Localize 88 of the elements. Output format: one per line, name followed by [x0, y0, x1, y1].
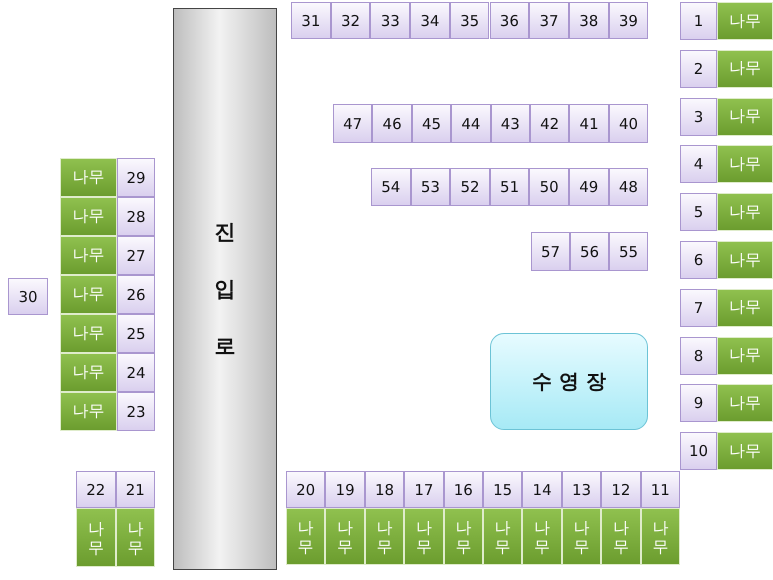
- campsite-number: 20: [286, 471, 326, 508]
- tree-plot: 나무: [522, 508, 562, 565]
- campsite-number: 23: [117, 392, 155, 431]
- tree-plot: 나무: [717, 98, 773, 136]
- campsite-number: 12: [601, 471, 641, 508]
- campsite-number: 55: [609, 232, 648, 271]
- campsite-number: 18: [364, 471, 404, 508]
- tree-plot: 나무: [60, 158, 117, 197]
- tree-plot: 나무: [364, 508, 404, 565]
- campsite-number: 27: [117, 236, 155, 275]
- swimming-pool: 수 영 장: [490, 333, 648, 430]
- campsite-number: 17: [404, 471, 444, 508]
- campsite-number: 28: [117, 197, 155, 236]
- tree-plot: 나무: [640, 508, 680, 565]
- campsite-number: 37: [529, 2, 569, 39]
- tree-plot: 나무: [60, 197, 117, 236]
- campsite-number: 16: [444, 471, 483, 508]
- campsite-number: 26: [117, 275, 155, 314]
- tree-plot: 나무: [60, 275, 117, 314]
- campsite-number: 22: [76, 471, 116, 508]
- campsite-number: 56: [570, 232, 609, 271]
- campsite-number: 1: [680, 2, 717, 40]
- campsite-number: 6: [680, 241, 717, 279]
- tree-plot: 나무: [717, 288, 773, 327]
- tree-plot: 나무: [717, 193, 773, 232]
- tree-plot: 나무: [717, 2, 773, 40]
- campsite-number: 8: [680, 336, 717, 375]
- campsite-number: 7: [680, 288, 717, 327]
- campsite-number: 54: [371, 168, 411, 206]
- tree-plot: 나무: [286, 508, 326, 565]
- tree-plot: 나무: [483, 508, 522, 565]
- campsite-number: 24: [117, 353, 155, 392]
- tree-plot: 나무: [60, 236, 117, 275]
- campsite-number: 32: [330, 2, 370, 39]
- campsite-number: 41: [569, 104, 609, 143]
- campsite-number: 15: [483, 471, 522, 508]
- campsite-number: 35: [450, 2, 490, 39]
- campsite-number: 53: [410, 168, 450, 206]
- campsite-number: 29: [117, 158, 155, 197]
- tree-plot: 나무: [60, 314, 117, 353]
- campsite-number: 4: [680, 145, 717, 184]
- tree-plot: 나무: [76, 508, 116, 567]
- campsite-number: 25: [117, 314, 155, 353]
- campsite-number: 9: [680, 384, 717, 422]
- tree-plot: 나무: [717, 241, 773, 279]
- campsite-number: 21: [116, 471, 155, 508]
- campsite-number: 36: [490, 2, 530, 39]
- campsite-number: 43: [490, 104, 530, 143]
- campsite-number: 45: [412, 104, 452, 143]
- tree-plot: 나무: [60, 353, 117, 392]
- campsite-number: 5: [680, 193, 717, 232]
- tree-plot: 나무: [717, 384, 773, 422]
- campsite-number: 38: [568, 2, 609, 39]
- campsite-number: 33: [370, 2, 410, 39]
- tree-plot: 나무: [717, 145, 773, 184]
- campsite-number: 49: [569, 168, 609, 206]
- campsite-number: 19: [325, 471, 365, 508]
- tree-plot: 나무: [116, 508, 155, 567]
- tree-plot: 나무: [325, 508, 365, 565]
- campsite-number: 51: [490, 168, 530, 206]
- campsite-number: 3: [680, 98, 717, 136]
- campsite-number: 11: [640, 471, 680, 508]
- campsite-number: 39: [608, 2, 648, 39]
- campsite-number: 14: [522, 471, 562, 508]
- tree-plot: 나무: [60, 392, 117, 431]
- campsite-number: 57: [531, 232, 570, 271]
- campsite-number: 48: [608, 168, 648, 206]
- tree-plot: 나무: [562, 508, 602, 565]
- campsite-number: 46: [372, 104, 412, 143]
- campsite-number: 10: [680, 432, 717, 470]
- access-road: 진입로: [173, 8, 277, 570]
- tree-plot: 나무: [717, 336, 773, 375]
- campsite-number: 40: [608, 104, 648, 143]
- campsite-number: 47: [333, 104, 372, 143]
- tree-plot: 나무: [717, 432, 773, 470]
- campsite-number: 34: [410, 2, 450, 39]
- campsite-number: 30: [8, 278, 48, 315]
- campsite-number: 2: [680, 50, 717, 88]
- tree-plot: 나무: [404, 508, 444, 565]
- tree-plot: 나무: [717, 50, 773, 88]
- campsite-number: 31: [291, 2, 331, 39]
- campsite-number: 13: [562, 471, 602, 508]
- campsite-number: 42: [530, 104, 570, 143]
- campsite-number: 50: [529, 168, 569, 206]
- campsite-number: 44: [451, 104, 491, 143]
- tree-plot: 나무: [601, 508, 641, 565]
- campsite-number: 52: [450, 168, 490, 206]
- tree-plot: 나무: [444, 508, 483, 565]
